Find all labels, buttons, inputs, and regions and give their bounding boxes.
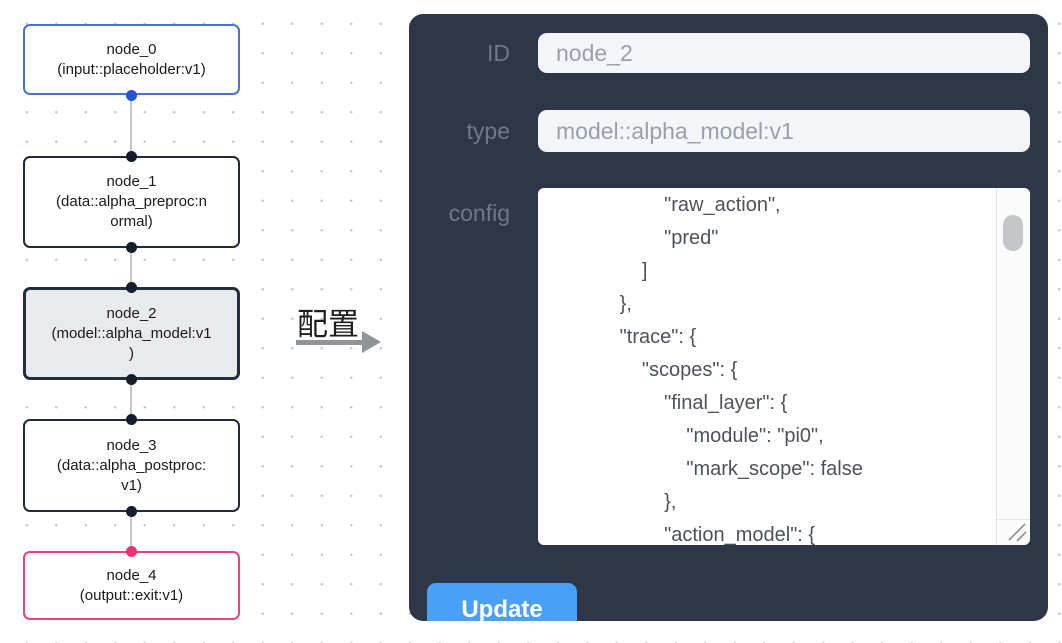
resize-handle-icon[interactable] (996, 519, 1030, 545)
edge-node3-node4 (130, 512, 132, 551)
port-in-node_3[interactable] (126, 414, 137, 425)
update-button[interactable]: Update (427, 583, 577, 621)
id-field-label: ID (487, 40, 510, 66)
port-out-node_2[interactable] (126, 374, 137, 385)
arrow-right-icon (296, 331, 386, 353)
type-input[interactable] (538, 110, 1030, 152)
port-in-node_1[interactable] (126, 151, 137, 162)
port-in-node_4[interactable] (126, 546, 137, 557)
port-out-node_0[interactable] (126, 90, 137, 101)
edge-node2-node3 (130, 380, 132, 419)
node-label: node_1 (data::alpha_preproc:n ormal) (56, 173, 207, 230)
node-label: node_2 (model::alpha_model:v1 ) (51, 304, 212, 362)
port-in-node_2[interactable] (126, 282, 137, 293)
edge-node0-node1 (130, 95, 132, 156)
config-panel: ID type config "raw_action", "pred" ] },… (409, 14, 1048, 621)
config-scrollbar-track[interactable] (996, 188, 1030, 519)
config-json-text: "raw_action", "pred" ] }, "trace": { "sc… (619, 194, 863, 545)
config-annotation-label: 配置 (297, 307, 359, 342)
node-label: node_3 (data::alpha_postproc: v1) (56, 436, 207, 494)
edge-node1-node2 (130, 248, 132, 287)
config-scrollbar-thumb[interactable] (1003, 215, 1023, 251)
flow-node-node_2[interactable]: node_2 (model::alpha_model:v1 ) (23, 287, 240, 380)
port-out-node_3[interactable] (126, 506, 137, 517)
flow-node-node_1[interactable]: node_1 (data::alpha_preproc:n ormal) (23, 156, 240, 248)
node-label: node_4 (output::exit:v1) (79, 566, 184, 604)
type-field-label: type (466, 118, 510, 144)
id-input[interactable] (538, 33, 1030, 73)
flow-node-node_3[interactable]: node_3 (data::alpha_postproc: v1) (23, 419, 240, 512)
flow-node-node_4[interactable]: node_4 (output::exit:v1) (23, 551, 240, 620)
config-editor[interactable]: "raw_action", "pred" ] }, "trace": { "sc… (538, 188, 1030, 545)
port-out-node_1[interactable] (126, 242, 137, 253)
flow-node-node_0[interactable]: node_0 (input::placeholder:v1) (23, 24, 240, 95)
config-field-label: config (448, 200, 510, 226)
node-label: node_0 (input::placeholder:v1) (57, 40, 206, 78)
